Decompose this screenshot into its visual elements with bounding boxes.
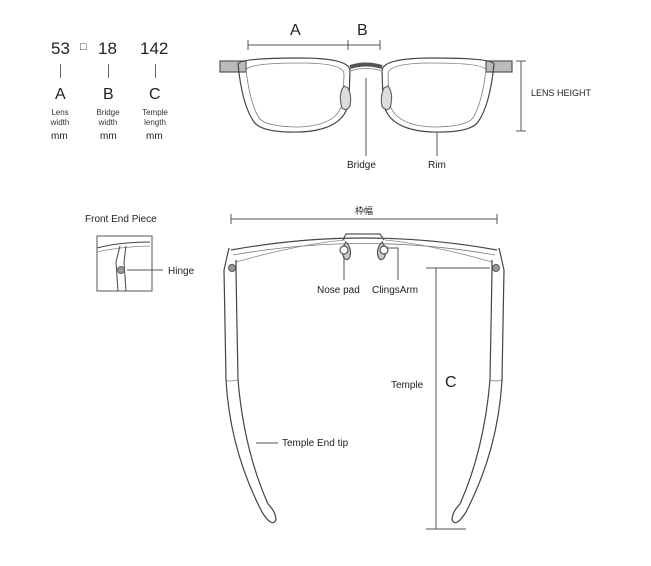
front-end-piece-inset [96, 235, 163, 292]
frame-width-dimension [230, 214, 498, 224]
left-hinge [227, 263, 237, 273]
frame-width-label: 枠幅 [355, 206, 374, 216]
temple-dimension [426, 267, 490, 530]
dim-b-label: B [357, 22, 368, 39]
separator-symbol: □ [80, 41, 87, 53]
right-end-piece [485, 60, 513, 73]
clings-arm-label: ClingsArm [372, 285, 419, 296]
bridge-width-letter: B [103, 86, 114, 103]
front-end-piece-label: Front End Piece [85, 214, 157, 225]
right-hinge [491, 263, 501, 273]
left-end-piece [219, 60, 247, 73]
lens-width-tick [60, 64, 61, 78]
bridge-bar [349, 62, 383, 69]
temple-length-caption: Temple length [142, 108, 168, 127]
hinge-label: Hinge [168, 266, 195, 277]
bridge-width-value: 18 [98, 39, 117, 58]
inset-hinge [117, 266, 125, 274]
nose-pad-label: Nose pad [317, 285, 360, 296]
front-view-glasses [219, 40, 526, 156]
dimension-line-ab [247, 40, 381, 50]
bridge-label: Bridge [347, 160, 376, 171]
temple-length-tick [155, 64, 156, 78]
right-nose-pad [380, 85, 393, 111]
temple-end-tip-label: Temple End tip [282, 438, 349, 449]
bridge-width-tick [108, 64, 109, 78]
lens-width-letter: A [55, 86, 66, 103]
left-nose-pad [339, 85, 352, 111]
temple-label: Temple [391, 380, 424, 391]
temple-length-unit: mm [146, 131, 163, 142]
bridge-width-unit: mm [100, 131, 117, 142]
temple-length-letter: C [149, 86, 161, 103]
bridge-width-caption: Bridge width [96, 108, 120, 127]
lens-width-unit: mm [51, 131, 68, 142]
clings-arm-leader [386, 247, 399, 280]
lens-width-caption: Lens width [50, 108, 70, 127]
left-rim [237, 57, 351, 133]
lens-height-label: LENS HEIGHT [531, 88, 592, 98]
left-temple [223, 247, 277, 524]
right-rim [381, 57, 495, 133]
temple-c-label: C [445, 374, 457, 391]
front-bar [230, 237, 498, 251]
rim-label: Rim [428, 160, 446, 171]
dim-a-label: A [290, 22, 301, 39]
lens-width-value: 53 [51, 39, 70, 58]
right-temple [451, 247, 505, 524]
top-view-glasses [223, 214, 505, 530]
lens-height-dimension [516, 60, 526, 132]
temple-length-value: 142 [140, 39, 169, 58]
